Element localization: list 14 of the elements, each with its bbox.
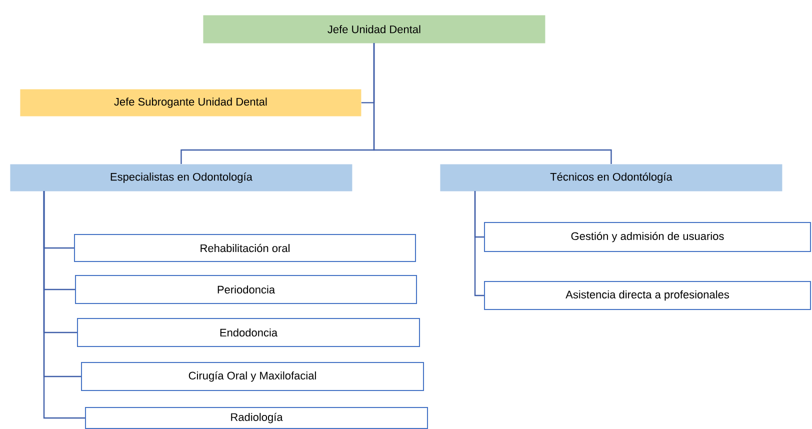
role-box: Asistencia directa a profesionales — [484, 281, 811, 310]
role-box: Endodoncia — [77, 318, 420, 347]
group-box: Técnicos en Odontólogía — [440, 164, 782, 192]
role-box: Radiología — [85, 407, 428, 429]
deputy-box: Jefe Subrogante Unidad Dental — [20, 89, 362, 116]
role-box: Periodoncia — [75, 275, 417, 304]
connector-line — [474, 191, 484, 296]
role-box: Gestión y admisión de usuarios — [484, 222, 811, 252]
head-box: Jefe Unidad Dental — [203, 15, 546, 44]
role-box: Cirugía Oral y Maxilofacial — [81, 362, 424, 391]
connector-line — [373, 43, 612, 164]
role-box: Rehabilitación oral — [74, 234, 416, 262]
connector-line — [43, 191, 85, 419]
group-box: Especialistas en Odontología — [10, 164, 352, 192]
